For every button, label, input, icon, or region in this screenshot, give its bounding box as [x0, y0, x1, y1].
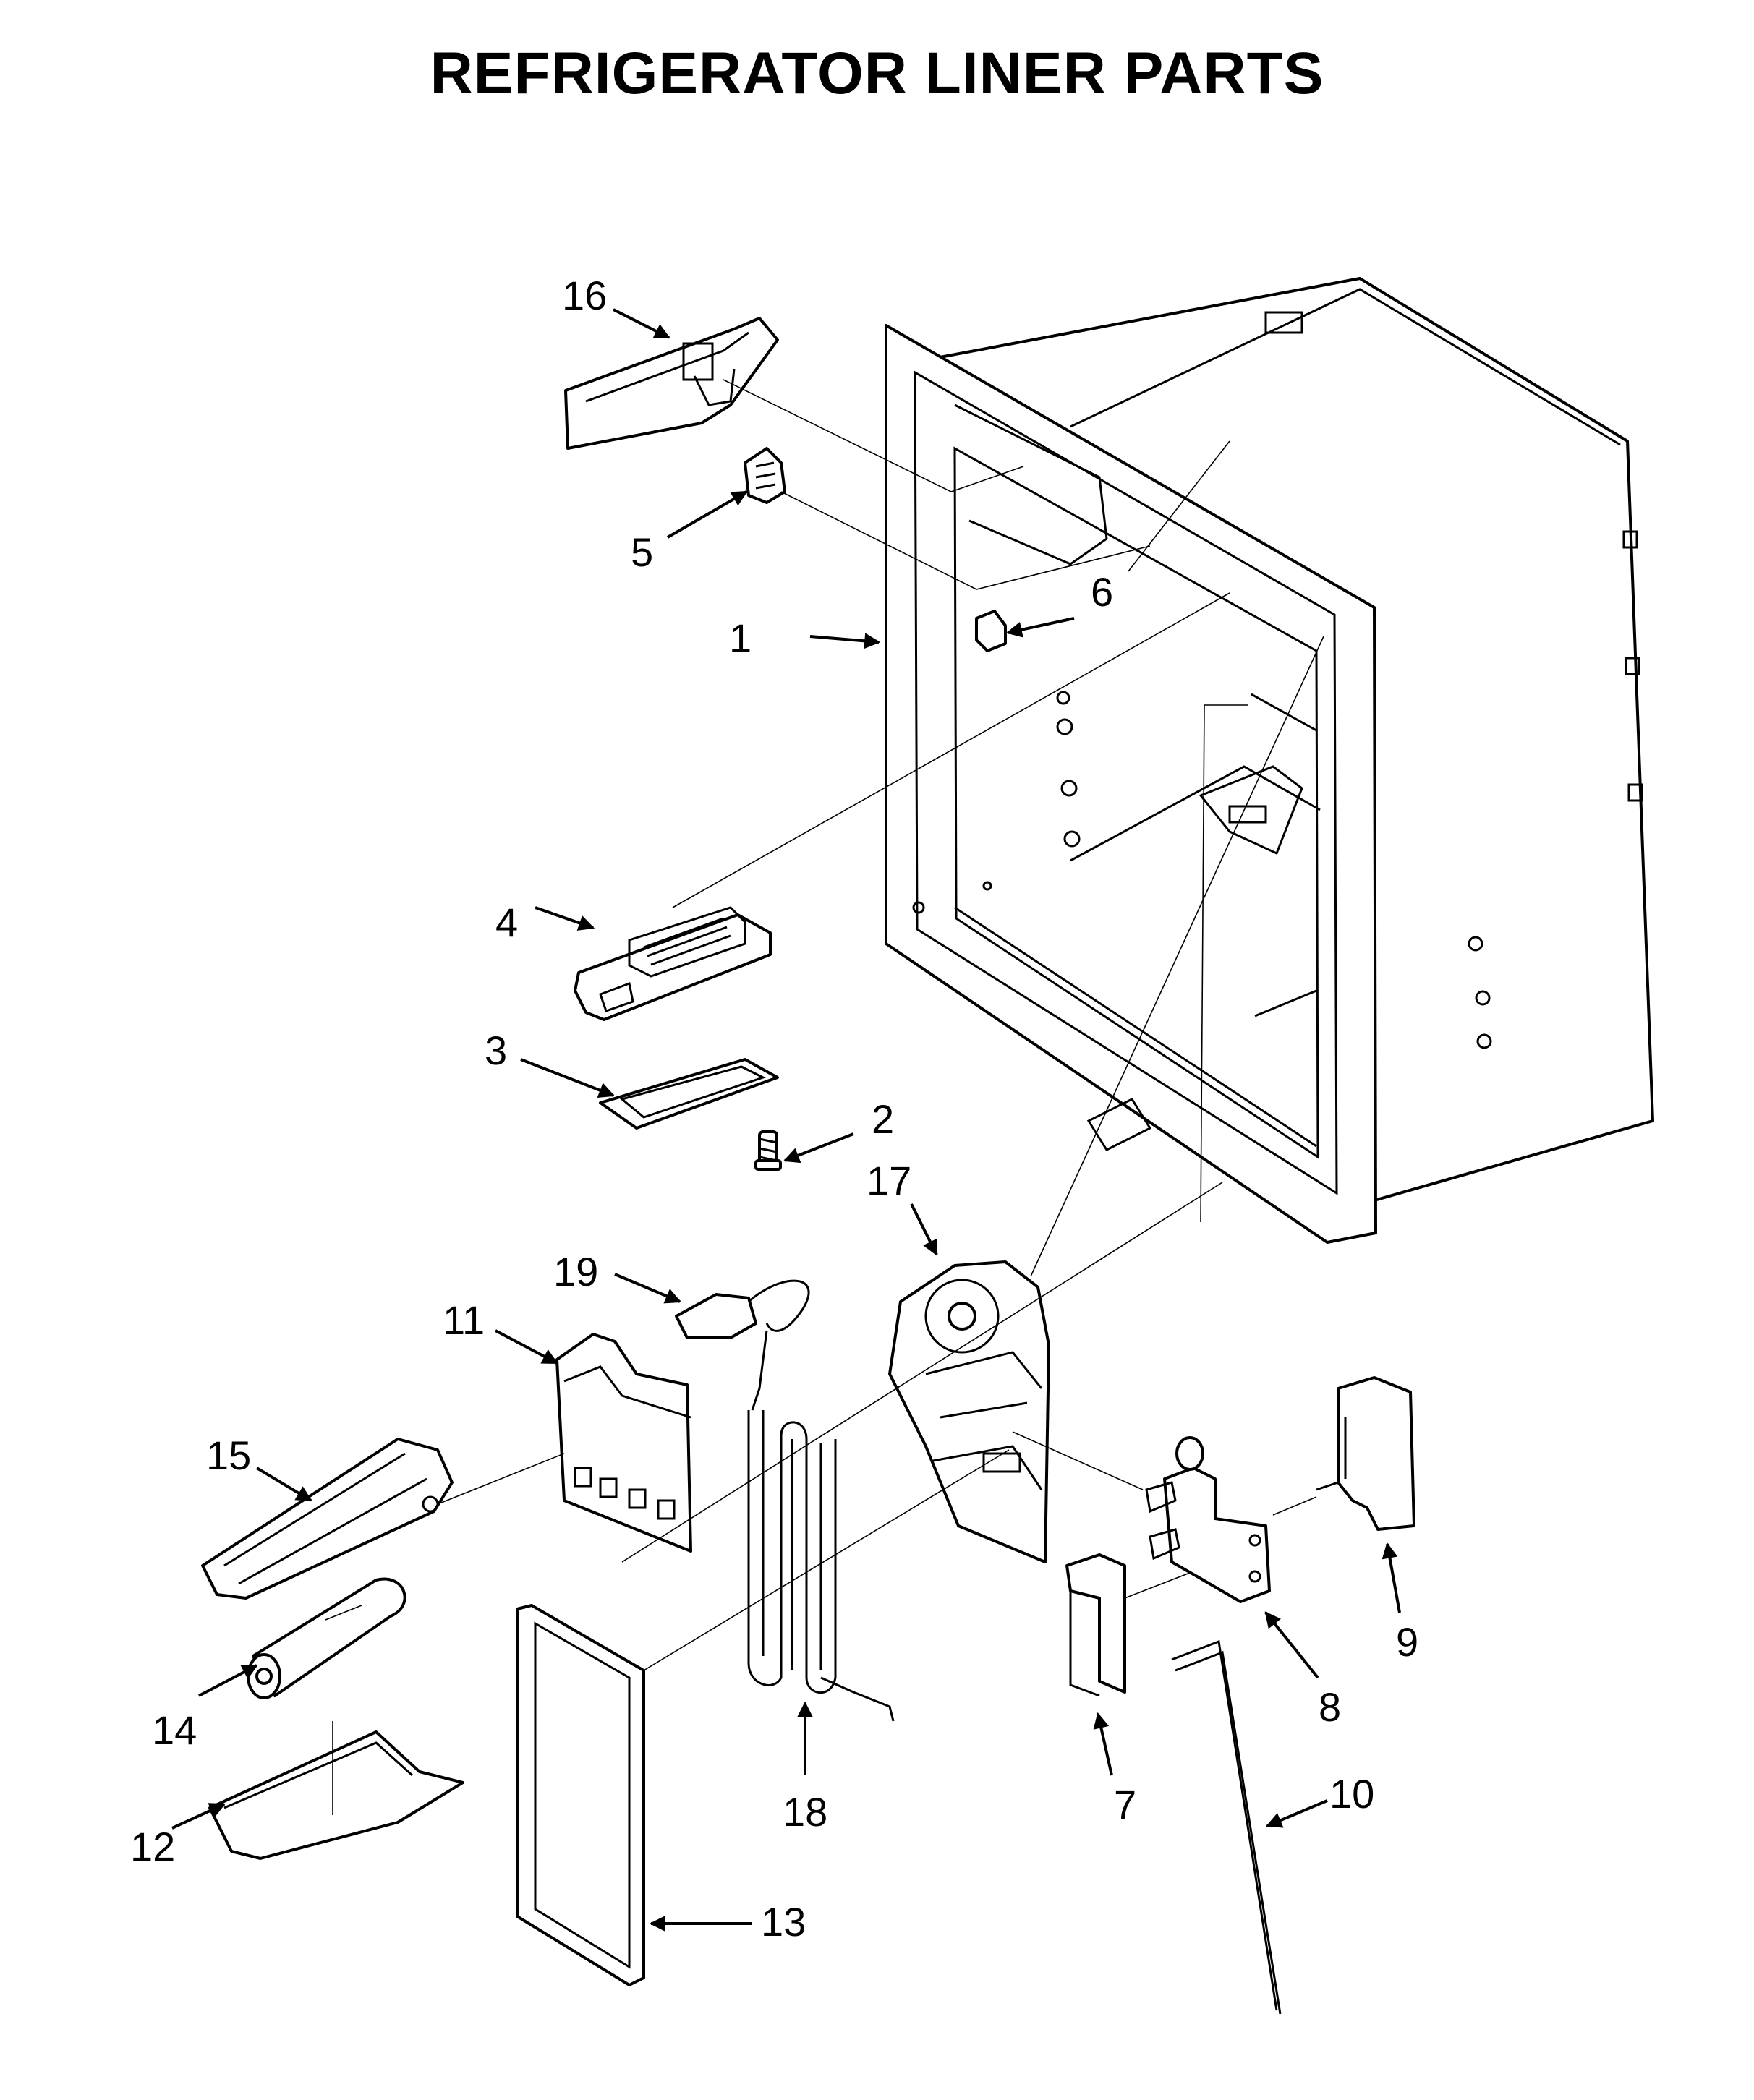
dispenser-part-4	[574, 906, 772, 1021]
chute-part-11	[555, 1333, 692, 1553]
filter-part-14	[247, 1577, 406, 1699]
tubing-part-18	[747, 1410, 895, 1722]
clip-part-6	[975, 610, 1007, 652]
tube-part-10	[1171, 1639, 1282, 2015]
filter-housing-part-15	[201, 1438, 454, 1600]
solenoid-part-19	[675, 1279, 810, 1411]
knob-part-5	[744, 447, 786, 504]
cover-part-16	[564, 317, 779, 450]
filter-cover-part-12	[208, 1730, 464, 1860]
screw-part-2	[754, 1130, 782, 1171]
callout-14: 14	[152, 1707, 197, 1753]
liner-part-1	[885, 277, 1654, 1244]
plate-part-3	[599, 1058, 779, 1130]
callout-arrows	[171, 308, 1401, 1932]
callout-1: 1	[729, 615, 752, 661]
housing-part-17	[888, 1260, 1050, 1563]
callout-5: 5	[631, 529, 653, 575]
valve-bracket-part-9	[1316, 1376, 1415, 1531]
callout-labels: 16 5 6 1 4 3 2 17 19 11 15 14 12 13 18 7…	[130, 273, 1418, 1945]
leader-lines	[325, 379, 1324, 1815]
callout-15: 15	[206, 1433, 251, 1478]
bracket-part-7	[1065, 1553, 1126, 1697]
callout-6: 6	[1091, 569, 1113, 615]
callout-10: 10	[1329, 1771, 1374, 1817]
callout-4: 4	[495, 900, 518, 945]
callout-19: 19	[553, 1249, 598, 1294]
callout-16: 16	[562, 273, 607, 318]
callout-9: 9	[1396, 1619, 1418, 1665]
callout-11: 11	[443, 1297, 485, 1343]
callout-8: 8	[1319, 1684, 1341, 1730]
callout-2: 2	[872, 1096, 894, 1142]
callout-7: 7	[1114, 1782, 1136, 1827]
callout-12: 12	[130, 1824, 175, 1869]
callout-18: 18	[783, 1789, 827, 1835]
callout-13: 13	[761, 1899, 806, 1945]
page-title: REFRIGERATOR LINER PARTS	[430, 40, 1324, 106]
panel-part-13	[516, 1604, 645, 1986]
callout-17: 17	[867, 1158, 911, 1203]
valve-part-8	[1145, 1436, 1271, 1603]
callout-3: 3	[485, 1028, 507, 1073]
